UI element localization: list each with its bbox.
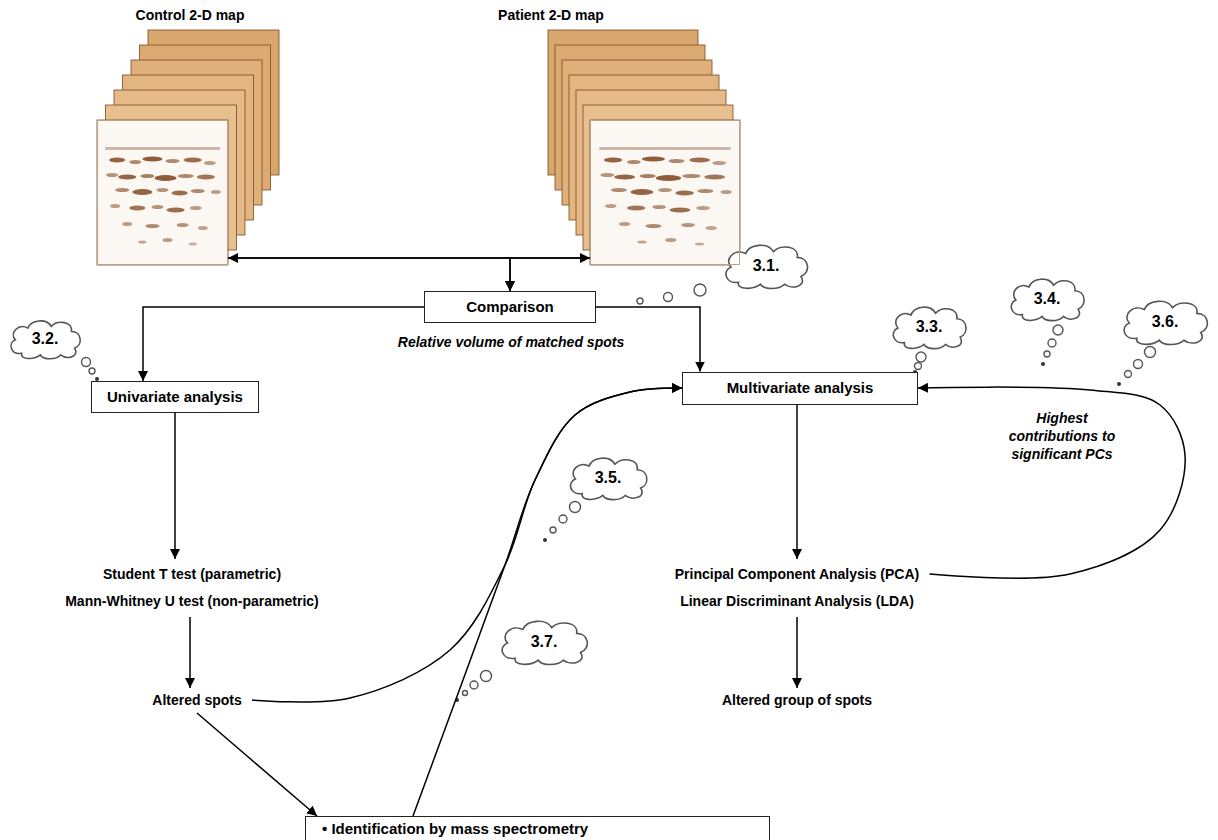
callout-number: 3.7. [531,633,558,651]
thought-bubble [1145,347,1156,358]
node-text: Student T test (parametric) [103,561,281,588]
flow-arrow [796,405,798,560]
flow-arrow [510,258,590,291]
flow-arrow [252,388,682,702]
method-list: Principal Component Analysis (PCA)Linear… [669,559,926,617]
node-text: Altered group of spots [722,690,872,710]
thought-bubble [82,358,91,367]
node-text: Principal Component Analysis (PCA) [675,561,920,588]
thought-bubble [559,515,567,523]
process-box: Univariate analysis [91,381,259,413]
callout-cloud [726,245,808,288]
callout-cloud [1124,301,1207,344]
method-list: Student T test (parametric)Mann-Whitney … [59,559,325,617]
callout-cloud [502,621,587,664]
gel-map-image: Patient 2-D map [590,120,740,265]
callout-number: 3.3. [916,318,943,336]
thought-bubble [550,527,556,533]
result-text: Altered group of spots [716,688,879,712]
gel-stack [548,30,740,265]
node-text: Comparison [466,297,554,317]
callout-number: 3.4. [1034,290,1061,308]
flow-arrow [197,713,317,816]
annotation-text: Relative volume of matched spots [398,334,624,350]
callout-cloud [1011,279,1084,320]
result-text: Altered spots [146,688,248,712]
thought-bubble [637,298,643,304]
gel-card [97,120,228,265]
thought-bubble [664,293,673,302]
thought-bubble [463,691,468,696]
thought-bubble [915,363,922,370]
node-text: • Identification by mass spectrometry [322,820,588,838]
thought-bubble [694,284,706,296]
thought-bubble [89,368,95,374]
node-text: Univariate analysis [107,387,243,407]
callout-number: 3.1. [753,257,780,275]
gel-stack [97,30,279,265]
callout-cloud [11,321,80,359]
process-box: Comparison [424,291,596,323]
flow-arrow [174,413,176,559]
flow-arrow [189,617,191,688]
thought-bubble [916,352,926,362]
thought-dot [543,538,547,542]
process-box: • Identification by mass spectrometry [305,816,770,840]
thought-bubble [1125,371,1132,378]
callout-number: 3.6. [1152,313,1179,331]
gel-card [590,120,740,265]
edge-label: Highest contributions to significant PCs [992,409,1132,463]
process-box: Multivariate analysis [682,372,918,405]
thought-bubble [481,671,492,682]
node-text: Mann-Whitney U test (non-parametric) [65,588,319,615]
flow-arrow [918,387,1185,578]
callout-clouds [11,245,1207,664]
node-text: Altered spots [152,690,241,710]
thought-bubble [1048,339,1056,347]
thought-dot [1041,362,1045,366]
callout-cloud [893,307,966,348]
node-text: Linear Discriminant Analysis (LDA) [680,588,914,615]
flow-arrow [143,307,424,381]
map-heading: Control 2-D map [136,6,245,24]
callout-cloud [571,458,647,499]
callout-number: 3.5. [595,469,622,487]
bubble-dots [95,362,1121,702]
gel-spots [599,147,732,246]
flow-arrow [413,388,682,816]
flow-arrow [796,617,798,688]
gel-map-image: Control 2-D map [97,120,228,265]
thought-bubbles [82,284,1156,696]
gel-spots [105,147,221,246]
thought-dot [1117,382,1121,386]
thought-bubble [470,681,478,689]
thought-bubble [1134,360,1143,369]
thought-bubble [1044,351,1050,357]
map-heading: Patient 2-D map [498,6,604,24]
thought-bubble [570,502,581,513]
flow-arrow [228,258,510,291]
thought-bubble [1053,325,1063,335]
callout-number: 3.2. [32,330,59,348]
node-text: Multivariate analysis [727,378,874,398]
